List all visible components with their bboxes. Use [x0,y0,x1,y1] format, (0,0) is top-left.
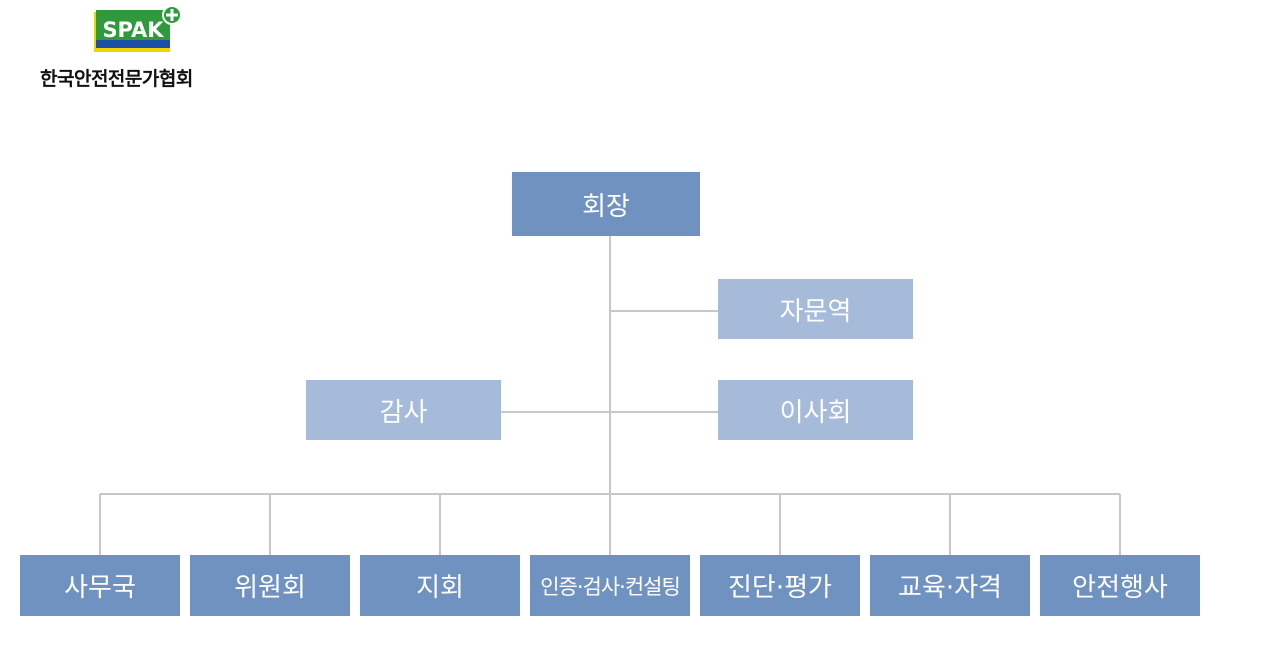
board-box: 이사회 [718,380,913,440]
organization-name: 한국안전전문가협회 [40,68,193,90]
department-box-education: 교육·자격 [870,555,1030,616]
department-box-secretariat: 사무국 [20,555,180,616]
audit-box: 감사 [306,380,501,440]
department-box-branch: 지회 [360,555,520,616]
spak-logo: SPAK [94,5,182,52]
department-box-safety-events: 안전행사 [1040,555,1200,616]
department-box-committee: 위원회 [190,555,350,616]
logo-text: SPAK [102,18,164,42]
president-box: 회장 [512,172,700,236]
department-box-certification: 인증·검사·컨설팅 [530,555,690,616]
advisory-box: 자문역 [718,279,913,339]
department-box-evaluation: 진단·평가 [700,555,860,616]
